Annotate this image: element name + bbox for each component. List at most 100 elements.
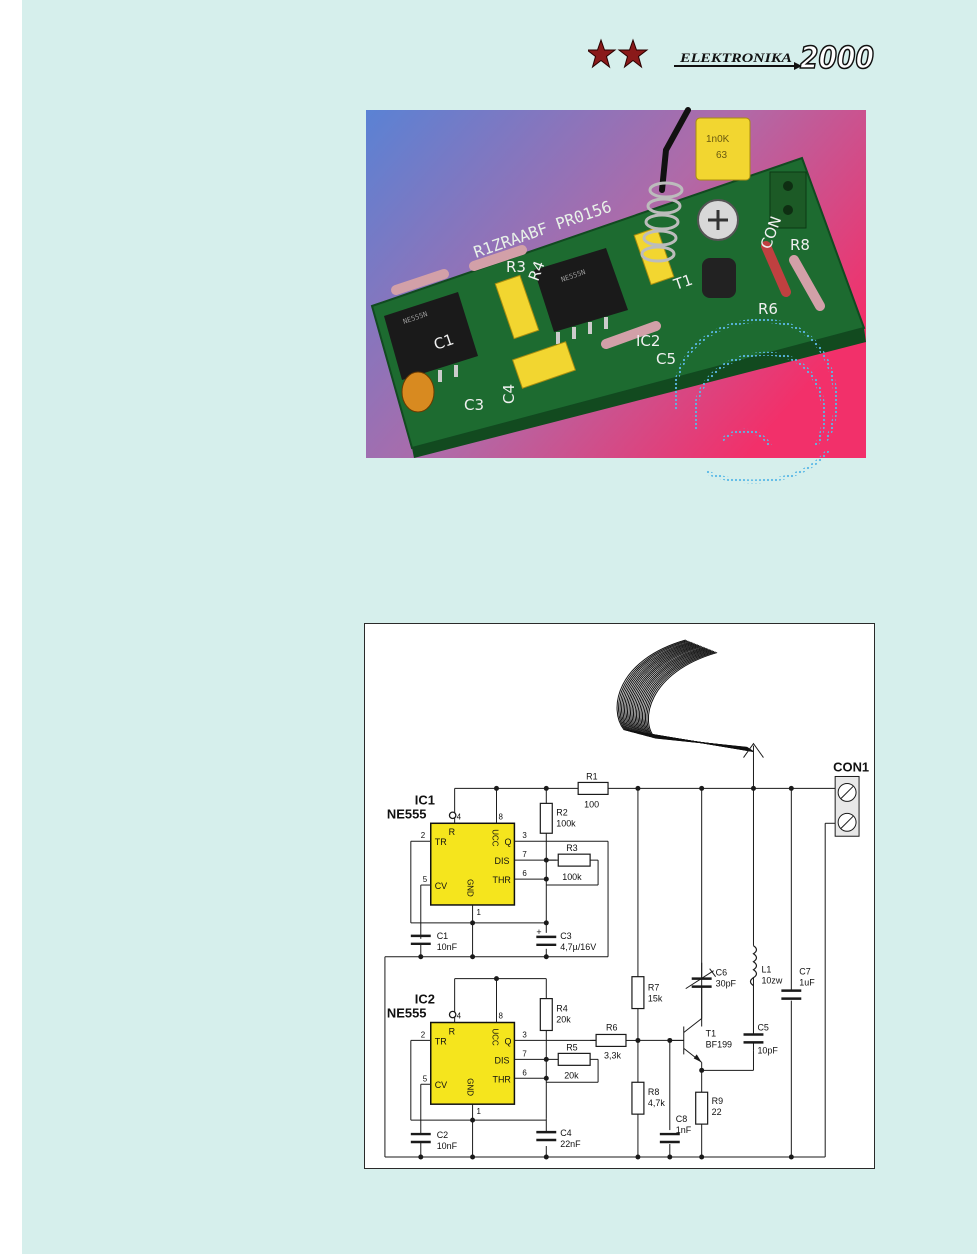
svg-text:10nF: 10nF [437,942,458,952]
inductor-l1 [749,945,758,987]
svg-text:L1: L1 [761,965,771,975]
yellow-capacitor [695,117,751,181]
resistor-r7 [631,976,645,1010]
resistor-r9 [695,1091,709,1125]
star-icon [617,38,649,69]
svg-text:Q: Q [504,837,511,847]
svg-text:C2: C2 [437,1130,448,1140]
svg-text:4: 4 [457,812,462,821]
svg-text:30pF: 30pF [716,979,737,989]
resistor-r2 [539,802,553,834]
circuit-schematic: IC1 NE555 IC2 NE555 CON1 R TR CV UCC Q D… [364,623,875,1169]
svg-text:1n0K: 1n0K [706,134,730,145]
svg-text:C5: C5 [656,350,676,368]
svg-text:DIS: DIS [494,856,509,866]
transistor-t1 [669,1039,702,1063]
pcb-photo: R1ZRAABF PR0156 NE555N NE555N 1n0K 63 [366,107,866,484]
svg-text:4: 4 [457,1012,462,1021]
svg-text:10zw: 10zw [761,976,782,986]
svg-text:DIS: DIS [494,1055,509,1065]
svg-text:3,3k: 3,3k [604,1050,621,1060]
capacitor-c2 [410,1132,431,1144]
capacitor-c1 [410,934,431,946]
logo-brand: ELEKTRONIKA [679,50,793,65]
elektronika-logo: ELEKTRONIKA 2000 [588,38,875,74]
resistor-r3 [557,853,591,867]
svg-text:THR: THR [492,875,511,885]
svg-text:R4: R4 [525,258,549,283]
svg-text:C7: C7 [799,967,810,977]
svg-text:1nF: 1nF [676,1125,692,1135]
svg-text:4,7k: 4,7k [648,1098,665,1108]
ic2-name: IC2 [415,992,435,1007]
svg-text:C4: C4 [560,1128,571,1138]
antenna-radiation-arcs [616,639,754,753]
connector-label: CON1 [833,759,869,774]
svg-text:7: 7 [522,1049,527,1058]
svg-text:R9: R9 [712,1096,723,1106]
svg-text:2: 2 [421,831,426,840]
capacitor-c5 [743,1033,764,1044]
svg-text:TR: TR [435,1036,447,1046]
svg-text:C6: C6 [716,968,727,978]
svg-text:R: R [449,827,456,837]
svg-text:R5: R5 [566,1042,577,1052]
svg-text:R4: R4 [556,1004,567,1014]
svg-text:22nF: 22nF [560,1139,581,1149]
svg-text:R8: R8 [790,236,810,254]
svg-text:T1: T1 [670,271,695,294]
svg-text:63: 63 [716,150,728,161]
svg-text:R1: R1 [586,771,597,781]
svg-text:8: 8 [498,1012,503,1021]
svg-text:22: 22 [712,1107,722,1117]
connector-con1 [834,775,860,837]
svg-text:R3: R3 [506,258,526,276]
svg-text:C4: C4 [500,384,518,404]
svg-text:CV: CV [435,1080,447,1090]
svg-text:6: 6 [522,1068,527,1077]
svg-text:C1: C1 [431,330,456,354]
capacitor-c4 [536,1130,557,1142]
svg-text:5: 5 [423,1074,428,1083]
svg-text:8: 8 [498,812,503,821]
svg-text:GND: GND [466,1078,475,1096]
ic2-body [429,1021,516,1105]
svg-text:C1: C1 [437,931,448,941]
svg-text:R: R [449,1026,456,1036]
resistor-r6 [595,1033,627,1048]
logo-year: 2000 [800,41,874,74]
svg-text:4,7µ/16V: 4,7µ/16V [560,942,596,952]
svg-text:R8: R8 [648,1087,659,1097]
resistor-r4 [539,997,553,1032]
svg-text:C8: C8 [676,1114,687,1124]
svg-text:1: 1 [477,1107,482,1116]
svg-text:R3: R3 [566,843,577,853]
capacitor-c3 [536,935,557,947]
svg-text:C3: C3 [464,396,484,414]
svg-text:UCC: UCC [490,1028,499,1045]
svg-text:R7: R7 [648,983,659,993]
svg-text:R6: R6 [606,1022,617,1032]
svg-text:UCC: UCC [490,829,499,846]
svg-text:100k: 100k [556,818,576,828]
svg-text:5: 5 [423,875,428,884]
star-icon [588,38,617,69]
svg-text:THR: THR [492,1074,511,1084]
svg-text:100k: 100k [562,872,582,882]
resistor-r5 [557,1052,591,1066]
svg-text:10nF: 10nF [437,1141,458,1151]
svg-text:3: 3 [522,831,527,840]
svg-text:3: 3 [522,1030,527,1039]
svg-text:CV: CV [435,881,447,891]
svg-text:1: 1 [477,908,482,917]
ic1-name: IC1 [415,792,435,807]
resistor-r8 [631,1081,645,1115]
svg-text:20k: 20k [564,1070,579,1080]
resistor-r1 [577,781,609,795]
svg-text:Q: Q [504,1036,511,1046]
capacitor-c7 [781,989,802,1000]
svg-text:7: 7 [522,850,527,859]
svg-text:C3: C3 [560,931,571,941]
svg-text:R6: R6 [758,300,778,318]
